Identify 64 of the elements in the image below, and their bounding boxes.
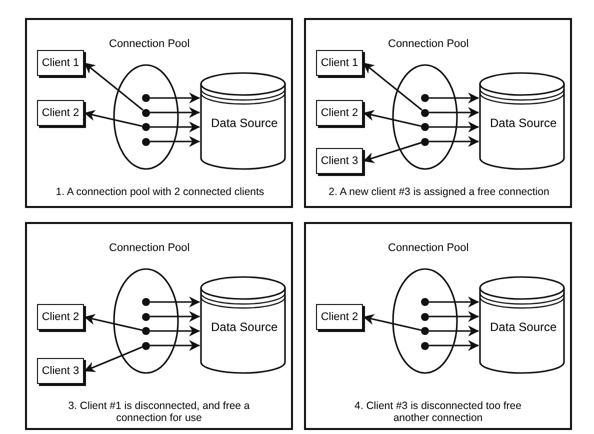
connection-dot: [421, 327, 429, 335]
panel-frame: [25, 18, 293, 208]
arrow: [150, 326, 200, 336]
connection-dot: [421, 138, 429, 146]
connection-dot: [142, 298, 150, 306]
arrow: [84, 346, 143, 372]
connection-dot: [421, 108, 429, 116]
arrow: [150, 136, 200, 147]
caption-text: 3. Client #1 is disconnected, and free a connection for use: [67, 400, 251, 424]
connection-dot: [142, 312, 150, 320]
caption-text: 4. Client #3 is disconnected too free another connection: [354, 400, 522, 424]
client-box: Client 2: [37, 304, 84, 330]
pool-label: Connection Pool: [388, 242, 469, 254]
arrow: [363, 62, 422, 111]
client-box: Client 3: [316, 148, 363, 174]
arrow: [362, 110, 422, 127]
arrow: [84, 62, 144, 111]
arrow: [150, 122, 200, 132]
caption-text: 2. A new client #3 is assigned a free connection: [328, 186, 550, 198]
panel-frame: [304, 222, 572, 430]
connection-dot: [142, 108, 150, 116]
client-box: Client 2: [316, 100, 363, 126]
client-box: Client 1: [316, 50, 363, 76]
pool-label: Connection Pool: [109, 38, 190, 50]
connection-dot: [142, 138, 150, 146]
arrow: [150, 296, 200, 308]
arrow: [84, 314, 142, 331]
caption-text: 1. A connection pool with 2 connected clients: [54, 186, 266, 198]
connection-dot: [142, 342, 150, 350]
client-box: Client 2: [316, 304, 363, 330]
source-label: Data Source: [211, 320, 278, 334]
connection-dot: [421, 123, 429, 131]
connection-dot: [421, 94, 429, 102]
client-box: Client 1: [37, 50, 84, 76]
pool-label: Connection Pool: [388, 38, 469, 50]
connection-dot: [421, 312, 429, 320]
source-label: Data Source: [490, 116, 557, 130]
connection-dot: [421, 298, 429, 306]
pool-label: Connection Pool: [109, 242, 190, 254]
arrow: [150, 340, 200, 351]
arrow: [84, 110, 142, 127]
arrow: [429, 326, 480, 336]
connection-dot: [142, 327, 150, 335]
source-label: Data Source: [490, 320, 557, 334]
panel-frame: [25, 222, 293, 430]
panel-frame: [304, 18, 572, 208]
arrow: [429, 340, 480, 351]
arrow: [150, 107, 200, 118]
arrow: [429, 122, 480, 132]
arrow: [429, 296, 480, 308]
connection-dot: [421, 342, 429, 350]
arrow: [429, 107, 480, 118]
connection-dot: [142, 94, 150, 102]
arrow: [429, 311, 480, 322]
arrow: [362, 314, 422, 331]
arrow: [429, 136, 480, 147]
connection-dot: [142, 123, 150, 131]
arrow: [150, 311, 200, 322]
arrow: [150, 92, 200, 104]
arrow: [362, 142, 422, 164]
client-box: Client 2: [37, 100, 84, 126]
client-box: Client 3: [37, 358, 84, 384]
source-label: Data Source: [211, 116, 278, 130]
arrow: [429, 92, 480, 104]
